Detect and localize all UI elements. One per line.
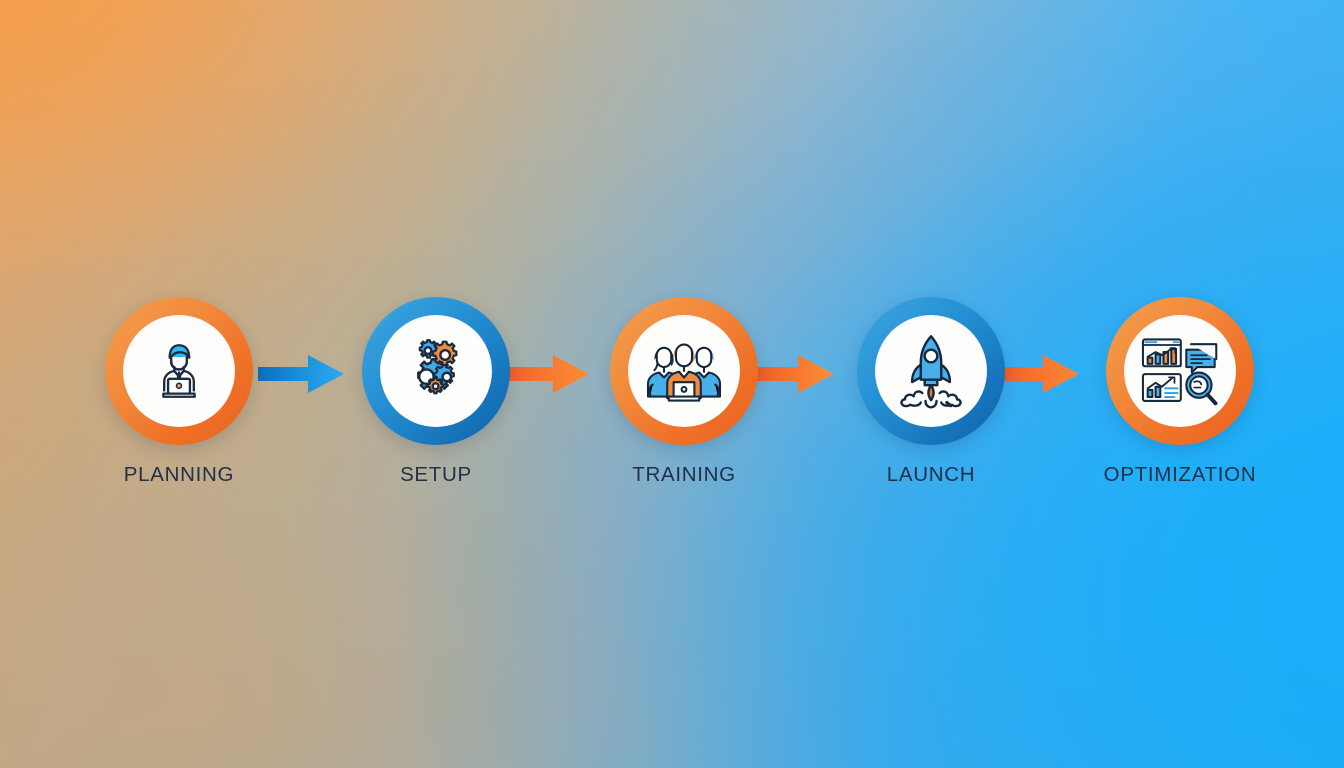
team-with-laptop-icon: [646, 343, 722, 402]
gears-icon: [417, 339, 458, 395]
step-icon-wrapper: [628, 315, 740, 427]
process-step-planning[interactable]: PLANNING: [94, 297, 264, 487]
process-step-launch[interactable]: LAUNCH: [846, 297, 1016, 487]
connector-arrow-1: [258, 352, 344, 396]
step-label-training: TRAINING: [632, 463, 736, 486]
step-icon-wrapper: [875, 315, 987, 427]
step-label-optimization: OPTIMIZATION: [1103, 463, 1257, 486]
process-step-setup[interactable]: SETUP: [351, 297, 521, 487]
step-icon-wrapper: [380, 315, 492, 427]
step-label-planning: PLANNING: [123, 463, 235, 486]
step-badge-training[interactable]: [610, 297, 758, 445]
connector-arrow-4: [993, 352, 1079, 396]
connector-arrow-2: [503, 352, 589, 396]
step-badge-optimization[interactable]: [1106, 297, 1254, 445]
connector-arrow-3: [748, 352, 834, 396]
process-step-training[interactable]: TRAINING: [599, 297, 769, 487]
analytics-dashboard-icon: [1141, 338, 1218, 406]
rocket-icon: [900, 335, 962, 409]
step-badge-planning[interactable]: [105, 297, 253, 445]
step-label-launch: LAUNCH: [886, 463, 976, 486]
step-badge-setup[interactable]: [362, 297, 510, 445]
step-label-setup: SETUP: [400, 463, 472, 486]
step-icon-wrapper: [1124, 315, 1236, 427]
step-badge-launch[interactable]: [857, 297, 1005, 445]
person-at-laptop-icon: [162, 344, 196, 398]
process-step-optimization[interactable]: OPTIMIZATION: [1095, 297, 1265, 487]
step-icon-wrapper: [123, 315, 235, 427]
